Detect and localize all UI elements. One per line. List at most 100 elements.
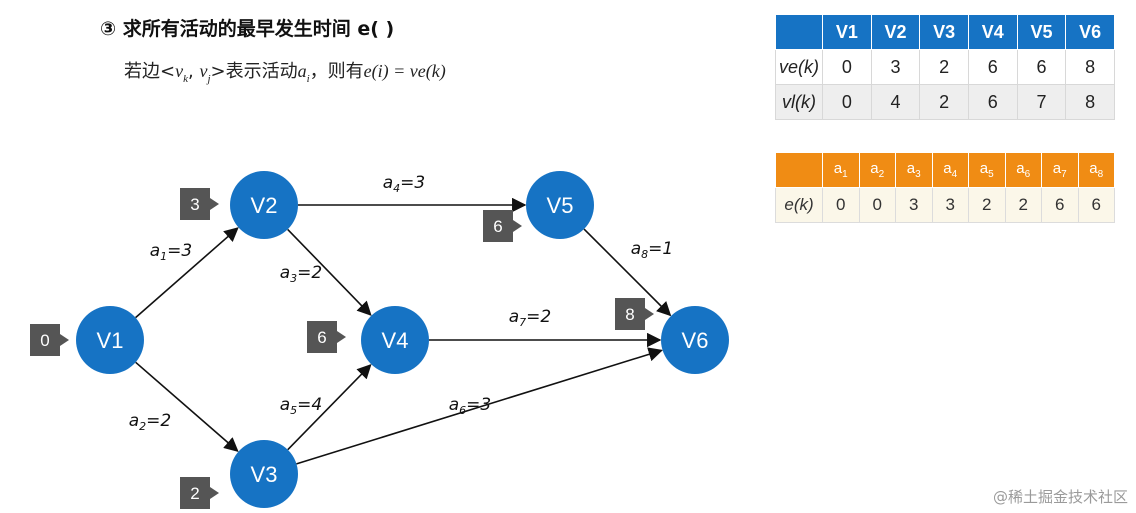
formula-vj: v — [199, 61, 208, 81]
table-cell: 0 — [822, 49, 872, 85]
badge-pointer — [210, 198, 219, 210]
vertex-header-corner — [775, 14, 823, 50]
edge-arrow-v2-v4 — [287, 228, 372, 316]
activity-subscript: 8 — [1097, 169, 1104, 180]
formula-line: 若边<vk, vj>表示活动ai，则有e(i) = ve(k) — [124, 57, 446, 85]
edge-arrow-v1-v3 — [135, 361, 239, 452]
row-label: ve(k) — [775, 49, 823, 85]
vertex-header-cell: V2 — [870, 14, 921, 50]
edge-label-subscript: 7 — [519, 316, 526, 329]
badge-value: 3 — [190, 195, 199, 214]
table-cell: 6 — [1077, 187, 1115, 223]
badge-value: 6 — [317, 328, 326, 347]
node-circle — [661, 306, 729, 374]
badge-pointer — [337, 331, 346, 343]
step-marker: ③ — [100, 18, 117, 40]
table-cell: 7 — [1016, 84, 1067, 120]
activity-header-cell: a7 — [1041, 152, 1079, 188]
watermark: @稀土掘金技术社区 — [992, 488, 1128, 506]
badge-pointer — [60, 334, 69, 346]
vertex-header-cell: V4 — [967, 14, 1018, 50]
edge-label-weight: =3 — [167, 241, 192, 261]
table-cell: 6 — [1041, 187, 1079, 223]
badge-box — [30, 324, 60, 356]
badge-value: 6 — [493, 217, 502, 236]
node-circle — [230, 171, 298, 239]
node-label: V5 — [547, 193, 574, 218]
table-cell: 6 — [967, 84, 1018, 120]
formula-text-3: ，则有 — [309, 61, 364, 82]
edge-label: a4=3 — [383, 173, 425, 195]
edge-label: a7=2 — [509, 307, 551, 329]
edge-label: a8=1 — [631, 239, 673, 261]
node-circle — [76, 306, 144, 374]
edge-label: a3=2 — [280, 263, 322, 285]
node-v2: V2 — [230, 171, 298, 239]
edge-label-name: a — [449, 395, 459, 415]
badge-pointer — [513, 220, 522, 232]
vertex-header-cell: V5 — [1016, 14, 1067, 50]
edge-label-subscript: 1 — [160, 250, 167, 263]
time-badge-v6: 8 — [615, 298, 654, 330]
vertex-header-cell: V1 — [822, 14, 872, 50]
activity-header-cell: a8 — [1077, 152, 1115, 188]
edge-label: a6=3 — [449, 395, 491, 417]
edge-label-weight: =2 — [146, 411, 171, 431]
formula-equation: e(i) = ve(k) — [363, 61, 446, 81]
time-badge-v5: 6 — [483, 210, 522, 242]
activity-name: a — [979, 160, 989, 177]
badge-box — [180, 188, 210, 220]
edge-label-name: a — [383, 173, 393, 193]
table-cell: 2 — [968, 187, 1006, 223]
activity-header-cell: a5 — [968, 152, 1006, 188]
table-cell: 6 — [967, 49, 1018, 85]
activity-name: a — [1052, 160, 1062, 177]
row-label: vl(k) — [775, 84, 823, 120]
table-cell: 2 — [919, 49, 969, 85]
node-circle — [526, 171, 594, 239]
activity-subscript: 6 — [1024, 169, 1031, 180]
badge-value: 8 — [625, 305, 634, 324]
badge-value: 0 — [40, 331, 49, 350]
node-label: V4 — [382, 328, 409, 353]
row-label: e(k) — [775, 187, 823, 223]
node-label: V2 — [251, 193, 278, 218]
edge-label-weight: =3 — [400, 173, 425, 193]
table-cell: 2 — [1004, 187, 1042, 223]
badge-pointer — [645, 308, 654, 320]
activity-subscript: 2 — [878, 169, 885, 180]
edge-label-subscript: 2 — [139, 420, 146, 433]
table-row: ve(k) 0 3 2 6 6 8 — [775, 49, 1115, 85]
node-label: V6 — [682, 328, 709, 353]
edge-arrow-v5-v6 — [583, 228, 672, 317]
table-cell: 3 — [870, 49, 921, 85]
table-cell: 0 — [822, 84, 872, 120]
badge-box — [307, 321, 337, 353]
edge-label-weight: =4 — [297, 395, 322, 415]
activity-header-cell: a4 — [931, 152, 969, 188]
edge-label-subscript: 3 — [290, 272, 297, 285]
edge-label-name: a — [509, 307, 519, 327]
node-v3: V3 — [230, 440, 298, 508]
activity-name: a — [1089, 160, 1098, 177]
edge-label-subscript: 8 — [641, 248, 648, 261]
table-row: vl(k) 0 4 2 6 7 8 — [775, 84, 1115, 120]
edge-arrow-v1-v2 — [135, 227, 239, 319]
formula-text-2: >表示活动 — [210, 61, 298, 82]
edge-label: a2=2 — [129, 411, 171, 433]
activity-subscript: 1 — [842, 169, 848, 180]
edge-label-name: a — [631, 239, 641, 259]
badge-box — [483, 210, 513, 242]
activity-header-cell: a6 — [1004, 152, 1042, 188]
node-label: V3 — [251, 462, 278, 487]
vertex-time-table: V1 V2 V3 V4 V5 V6 ve(k) 0 3 2 6 6 8 vl(k… — [775, 14, 1115, 120]
table-cell: 2 — [919, 84, 969, 120]
activity-subscript: 5 — [988, 169, 994, 180]
node-v1: V1 — [76, 306, 144, 374]
formula-vk: v — [175, 61, 184, 81]
table-cell: 0 — [858, 187, 896, 223]
edge-label-subscript: 5 — [290, 404, 297, 417]
edge-label-weight: =1 — [648, 239, 673, 259]
